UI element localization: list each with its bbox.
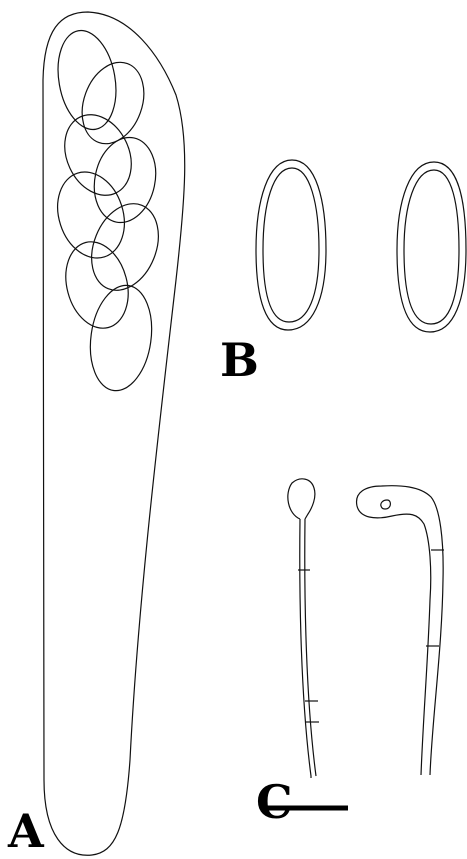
paraphysis-outline bbox=[357, 486, 444, 775]
spore-detail-right bbox=[397, 162, 466, 332]
ascospore bbox=[79, 194, 170, 301]
paraphysis-right bbox=[357, 486, 444, 775]
ascus-outline bbox=[43, 12, 185, 855]
panel-label-b: B bbox=[220, 337, 259, 383]
ascospore bbox=[47, 163, 135, 266]
spore-inner-wall bbox=[263, 168, 319, 322]
ascospore-group bbox=[47, 26, 171, 395]
spore-outer-wall bbox=[397, 162, 466, 332]
ascospore bbox=[52, 104, 144, 206]
ascospore bbox=[84, 281, 158, 394]
panel-label-a: A bbox=[8, 808, 44, 854]
panel-label-c: C bbox=[256, 779, 293, 825]
ascospore bbox=[51, 26, 124, 134]
paraphysis-vacuole bbox=[381, 500, 391, 509]
spore-outer-wall bbox=[256, 160, 326, 330]
paraphysis-left bbox=[288, 479, 319, 778]
paraphysis-outline bbox=[288, 479, 316, 778]
spore-inner-wall bbox=[404, 170, 459, 324]
spore-detail-left bbox=[256, 160, 326, 330]
